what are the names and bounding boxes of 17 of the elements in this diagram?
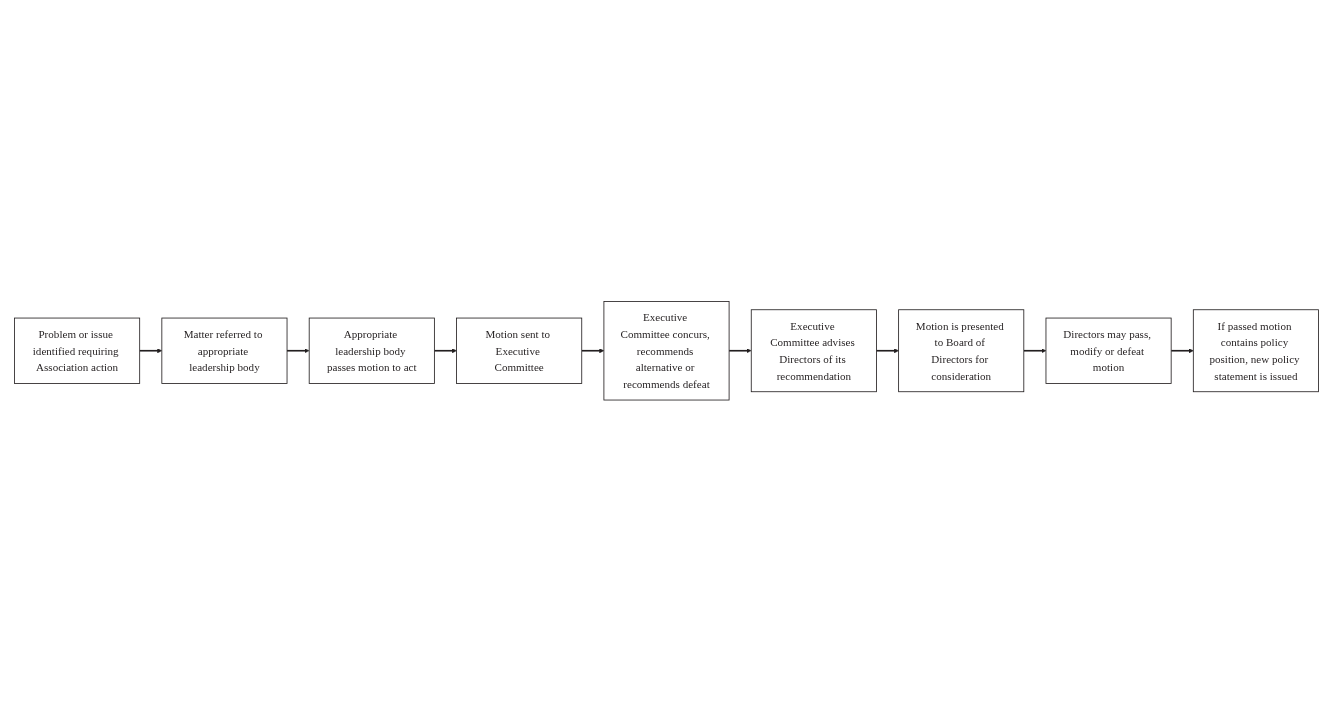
node-box: If passed motion contains policy position, new policy statement is issued bbox=[1192, 309, 1319, 393]
node-box: Problem or issue identified requiring Association action bbox=[14, 317, 141, 385]
arrow bbox=[875, 348, 899, 354]
arrow bbox=[580, 348, 605, 354]
arrow bbox=[433, 348, 457, 354]
node-box: Executive Committee advises Directors of its recommendation bbox=[750, 309, 877, 393]
arrow bbox=[728, 348, 752, 354]
arrow bbox=[1022, 348, 1047, 354]
node-box: Directors may pass, modify or defeat motion bbox=[1045, 317, 1172, 385]
arrow bbox=[286, 348, 310, 354]
node-box: Motion sent to Executive Committee bbox=[456, 317, 583, 385]
node-box: Matter referred to appropriate leadership body bbox=[161, 317, 288, 385]
node-box: Executive Committee concurs, recommends alternative or recommends defeat bbox=[603, 301, 730, 401]
node-box: Motion is presented to Board of Directors for consideration bbox=[898, 309, 1025, 393]
arrow bbox=[138, 348, 163, 354]
node-box: Appropriate leadership body passes motion to act bbox=[308, 317, 435, 385]
arrow bbox=[1170, 348, 1194, 354]
